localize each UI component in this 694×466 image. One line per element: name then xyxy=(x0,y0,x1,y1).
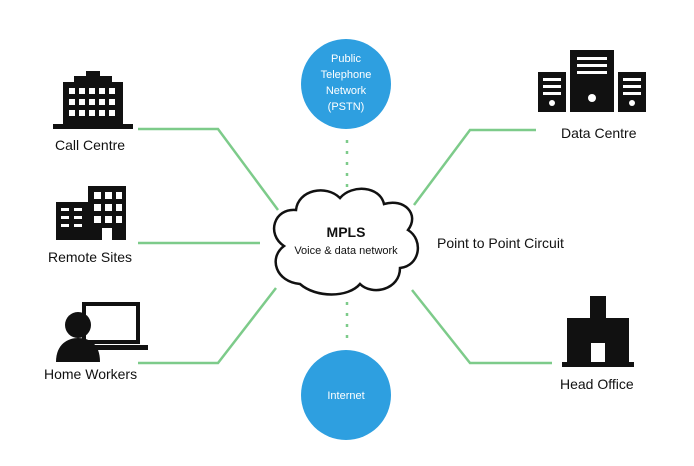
mpls-title: MPLS xyxy=(327,224,366,240)
label-call-centre: Call Centre xyxy=(55,137,126,153)
office-building-icon xyxy=(53,71,133,129)
pstn-line-1: Public xyxy=(331,53,361,65)
pstn-line-4: (PSTN) xyxy=(328,101,365,113)
line-data-centre xyxy=(412,128,536,206)
server-rack-icon xyxy=(538,50,646,112)
label-remote-sites: Remote Sites xyxy=(48,249,133,265)
mpls-cloud: MPLS Voice & data network xyxy=(272,187,420,296)
label-head-office: Head Office xyxy=(560,376,634,392)
pstn-node: Public Telephone Network (PSTN) xyxy=(301,39,391,129)
pstn-line-2: Telephone xyxy=(321,69,372,81)
internet-node: Internet xyxy=(301,350,391,440)
pstn-line-3: Network xyxy=(326,85,367,97)
mpls-subtitle: Voice & data network xyxy=(294,245,398,257)
label-home-workers: Home Workers xyxy=(44,366,138,382)
line-home-workers xyxy=(138,287,277,365)
label-point-to-point: Point to Point Circuit xyxy=(437,235,564,251)
line-head-office xyxy=(411,289,552,365)
laptop-worker-icon xyxy=(56,302,148,362)
line-call-centre xyxy=(138,127,280,211)
label-data-centre: Data Centre xyxy=(561,125,637,141)
internet-label: Internet xyxy=(327,390,364,402)
cloud-shape xyxy=(272,187,420,296)
connector-lines xyxy=(138,127,552,365)
head-office-icon xyxy=(562,296,634,367)
buildings-icon xyxy=(56,186,126,240)
